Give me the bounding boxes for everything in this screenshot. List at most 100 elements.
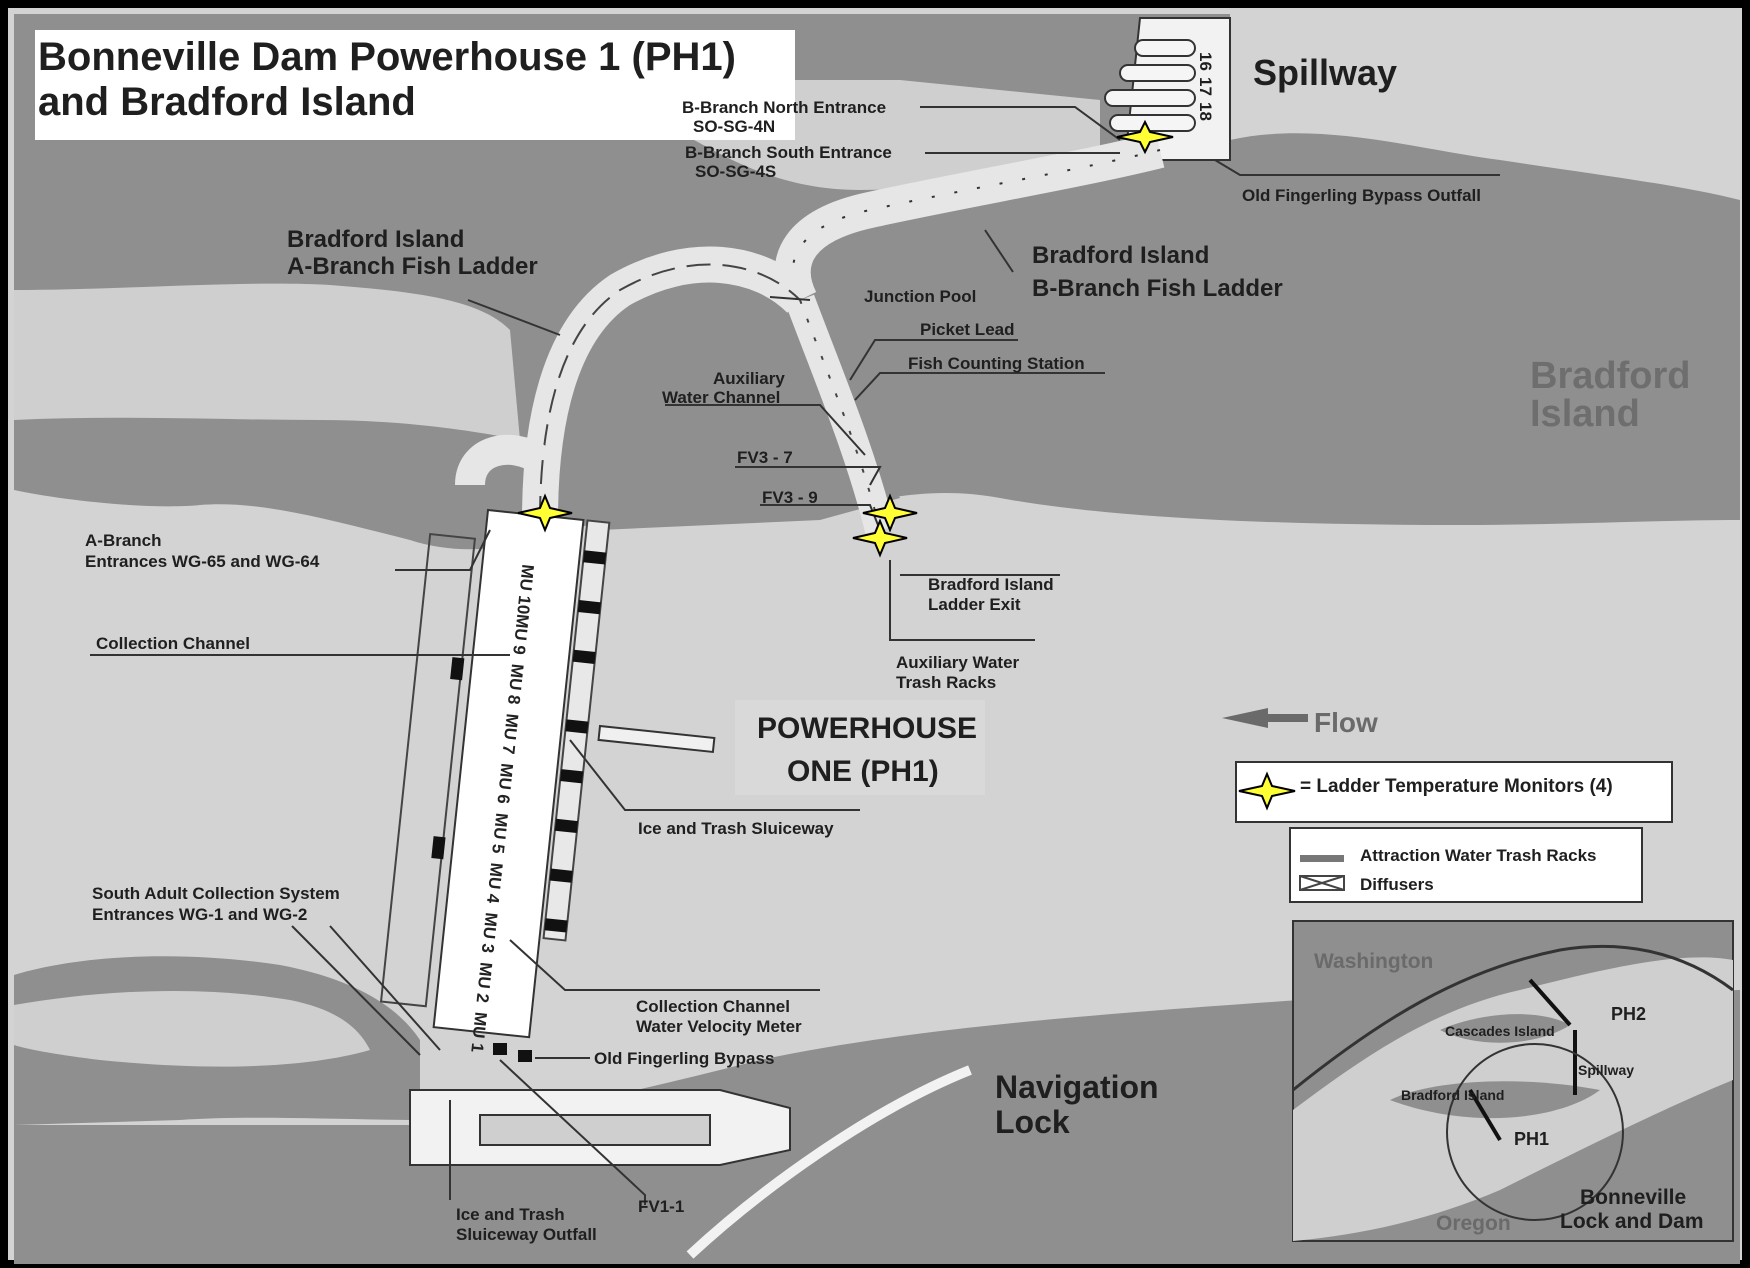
junction-pool-label: Junction Pool	[864, 287, 976, 306]
inset-bonneville-label-1: Bonneville	[1580, 1186, 1686, 1209]
inset-map: Washington Cascades Island PH2 Spillway …	[1292, 920, 1734, 1242]
map-title-line2: and Bradford Island	[38, 80, 416, 124]
unit-label: MU 1	[467, 1011, 490, 1053]
south-adult-label-1: South Adult Collection System	[92, 884, 340, 903]
gate-18-label: 18	[1196, 102, 1215, 121]
navigation-lock-label-2: Lock	[995, 1104, 1070, 1140]
b-branch-ladder-label-2: B-Branch Fish Ladder	[1032, 275, 1283, 302]
picket-lead-label: Picket Lead	[920, 320, 1015, 339]
collection-channel	[379, 532, 477, 1008]
navigation-lock-label-1: Navigation	[995, 1069, 1159, 1105]
fv3-9-label: FV3 - 9	[762, 488, 818, 507]
powerhouse-label-1: POWERHOUSE	[757, 712, 977, 745]
gate-17-label: 17	[1196, 77, 1215, 96]
ladder-exit-label-1: Bradford Island	[928, 575, 1054, 594]
powerhouse-structure: MU 1MU 2MU 3MU 4MU 5MU 6MU 7MU 8MU 9MU 1…	[379, 508, 611, 1053]
inset-bradford-label: Bradford Island	[1401, 1087, 1504, 1103]
b-branch-south-label: B-Branch South Entrance	[685, 143, 892, 162]
unit-label: MU 2	[473, 961, 496, 1003]
inset-ph2-label: PH2	[1611, 1004, 1646, 1024]
old-fingerling-block-1	[493, 1043, 507, 1055]
unit-label: MU 8	[504, 663, 527, 705]
aux-channel-label-2: Water Channel	[662, 388, 780, 407]
fv3-7-label: FV3 - 7	[737, 448, 793, 467]
south-water-west	[14, 990, 370, 1067]
b-branch-ladder	[774, 132, 1165, 309]
velocity-meter-label-1: Collection Channel	[636, 997, 790, 1016]
fish-counting-label: Fish Counting Station	[908, 354, 1085, 373]
inset-cascades-island	[1440, 1014, 1570, 1043]
bradford-island-label-1: Bradford	[1530, 355, 1690, 397]
unit-label: MU 6	[493, 762, 516, 804]
a-branch-entrance-hook	[455, 434, 549, 487]
legend-monitor-label: = Ladder Temperature Monitors (4)	[1300, 776, 1613, 797]
inset-ph1-label: PH1	[1514, 1129, 1549, 1149]
sluice-outfall-label-2: Sluiceway Outfall	[456, 1225, 597, 1244]
south-adult-label-2: Entrances WG-1 and WG-2	[92, 905, 307, 924]
nav-lock-approach	[686, 1065, 972, 1259]
inset-focus-circle	[1446, 1043, 1624, 1221]
spillway-label: Spillway	[1253, 52, 1397, 93]
inset-shoreline	[1292, 944, 1734, 1092]
unit-label: MU 7	[499, 713, 522, 755]
ice-sluiceway-label: Ice and Trash Sluiceway	[638, 819, 834, 838]
monitor-star-b-entrance	[1116, 119, 1174, 155]
diffuser-legend-icon	[1299, 875, 1345, 891]
a-branch-entrance-label-2: Entrances WG-65 and WG-64	[85, 552, 320, 571]
unit-labels: MU 1MU 2MU 3MU 4MU 5MU 6MU 7MU 8MU 9MU 1…	[467, 563, 537, 1053]
b-branch-south-code: SO-SG-4S	[695, 162, 776, 181]
nav-lock-chamber	[479, 1114, 711, 1146]
monitor-star-a-entrance	[517, 493, 573, 533]
fv1-1-label: FV1-1	[638, 1197, 684, 1216]
inset-cascades-label: Cascades Island	[1445, 1023, 1555, 1039]
north-channel-water	[14, 283, 520, 440]
flow-arrow-icon	[1222, 708, 1308, 728]
temperature-monitors	[517, 119, 1174, 558]
inset-dam-line	[1468, 978, 1577, 1142]
powerhouse-deck-arm	[597, 724, 716, 754]
ladder-exit-label-2: Ladder Exit	[928, 595, 1021, 614]
legend-racks-label: Attraction Water Trash Racks	[1360, 846, 1597, 865]
a-branch-ladder-edge	[539, 263, 801, 521]
a-branch-ladder-label-1: Bradford Island	[287, 226, 464, 253]
monitor-star-exit-1	[862, 493, 918, 533]
monitor-star-exit-2	[852, 518, 908, 558]
unit-label: MU 9	[509, 613, 532, 655]
legend-key: Attraction Water Trash Racks Diffusers	[1289, 827, 1643, 903]
unit-label: MU 4	[483, 862, 506, 905]
flow-label: Flow	[1314, 707, 1378, 738]
unit-label: MU 5	[488, 812, 511, 854]
powerhouse-label-bg	[735, 700, 985, 795]
inset-oregon-label: Oregon	[1436, 1212, 1511, 1235]
inset-bonneville-label-2: Lock and Dam	[1560, 1210, 1704, 1233]
aux-racks-label-1: Auxiliary Water	[896, 653, 1020, 672]
aux-racks-label-2: Trash Racks	[896, 673, 996, 692]
bradford-island-label-2: Island	[1530, 393, 1640, 435]
trash-rack-legend-swatch	[1300, 855, 1344, 862]
island-cove	[560, 407, 900, 530]
old-fingerling-block-2	[518, 1050, 532, 1062]
sluice-outfall-label-1: Ice and Trash	[456, 1205, 565, 1224]
b-branch-north-code: SO-SG-4N	[693, 117, 775, 136]
b-branch-ladder-label-1: Bradford Island	[1032, 242, 1209, 269]
inset-washington-label: Washington	[1314, 950, 1433, 973]
exit-ladder-edge	[799, 299, 881, 531]
a-branch-ladder-label-2: A-Branch Fish Ladder	[287, 253, 538, 280]
inset-spillway-label: Spillway	[1578, 1062, 1634, 1078]
old-fingerling-outfall-label: Old Fingerling Bypass Outfall	[1242, 186, 1481, 205]
inset-bradford-island	[1390, 1081, 1600, 1119]
title-box	[35, 30, 795, 140]
trash-rack-marks	[431, 550, 607, 933]
a-branch-entrance-label-1: A-Branch	[85, 531, 162, 550]
velocity-meter-label-2: Water Velocity Meter	[636, 1017, 802, 1036]
aux-channel-label-1: Auxiliary	[713, 369, 785, 388]
spillway-gate-numbers: 16 17 18	[1196, 52, 1215, 121]
map-title-line1: Bonneville Dam Powerhouse 1 (PH1)	[38, 35, 736, 79]
b-branch-north-label: B-Branch North Entrance	[682, 98, 886, 117]
legend-diffusers-label: Diffusers	[1360, 875, 1434, 894]
old-fingerling-label: Old Fingerling Bypass	[594, 1049, 774, 1068]
legend-star-icon	[1238, 771, 1296, 811]
powerhouse-label-2: ONE (PH1)	[787, 755, 939, 788]
